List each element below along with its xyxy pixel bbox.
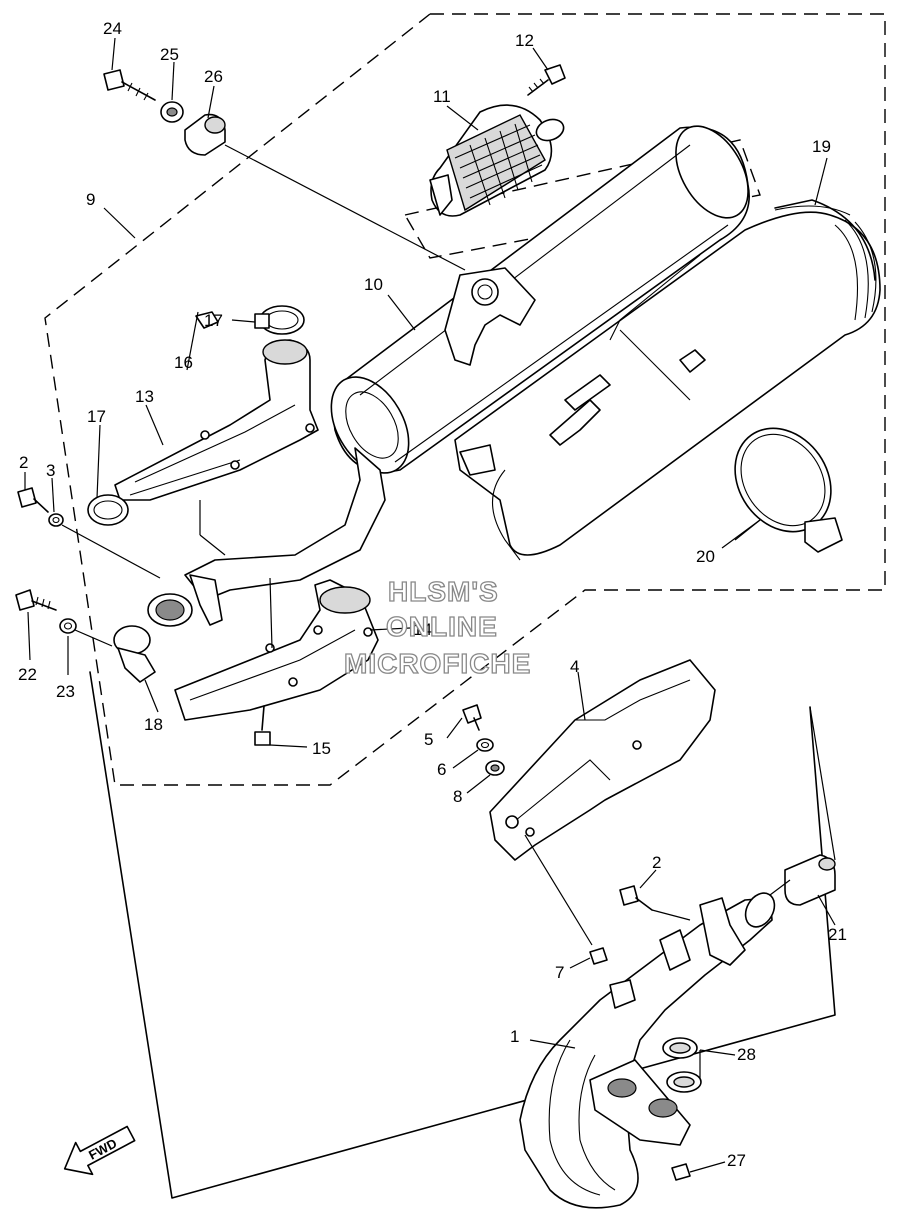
callout-28: 28	[737, 1045, 756, 1064]
callout-16: 16	[174, 353, 193, 372]
callout-10: 10	[364, 275, 383, 294]
washer-6	[476, 738, 494, 752]
fwd-label: FWD	[86, 1136, 119, 1163]
callout-9: 9	[86, 190, 95, 209]
exhaust-pipe	[519, 892, 776, 1209]
callout-19: 19	[812, 137, 831, 156]
bolt-2-upper	[17, 487, 49, 513]
clamp-17-upper	[254, 305, 305, 335]
callout-24: 24	[103, 19, 122, 38]
callout-25: 25	[160, 45, 179, 64]
washer-23	[59, 618, 77, 634]
callout-20: 20	[696, 547, 715, 566]
grommet-26	[184, 113, 226, 156]
muffler-assembly-boundary	[44, 13, 886, 786]
callout-15: 15	[312, 739, 331, 758]
gasket-21	[784, 854, 836, 906]
heat-protector-upper	[114, 339, 319, 501]
muffler-cover	[454, 199, 881, 561]
bolt-24	[103, 69, 156, 101]
callout-22: 22	[18, 665, 37, 684]
bolt-12	[527, 64, 566, 96]
callout-18: 18	[144, 715, 163, 734]
muffler-body	[330, 125, 750, 474]
callout-23: 23	[56, 682, 75, 701]
callout-17-upper: 17	[204, 311, 223, 330]
washer-3	[48, 513, 64, 527]
clamp-17-lower	[87, 494, 129, 526]
washer-25	[160, 101, 184, 123]
bolt-22	[15, 589, 57, 611]
callout-3: 3	[46, 461, 55, 480]
bolt-5	[462, 704, 482, 731]
watermark-line-1: HLSM'S	[388, 576, 499, 607]
callout-6: 6	[437, 760, 446, 779]
callout-labels: 24 25 26 12 11 9 10 19 17 16 13 17 2 3 2…	[18, 19, 847, 1170]
nut-27	[671, 1163, 691, 1181]
watermark: HLSM'S ONLINE MICROFICHE	[343, 575, 531, 679]
clamp-18	[113, 625, 156, 683]
callout-14: 14	[413, 620, 432, 639]
callout-13: 13	[135, 387, 154, 406]
watermark-line-2: ONLINE	[386, 611, 498, 642]
nut-7	[589, 947, 608, 965]
heat-protector-lower	[174, 579, 379, 721]
spark-arrester	[429, 104, 565, 217]
bolt-2-lower	[619, 885, 653, 911]
callout-7: 7	[555, 963, 564, 982]
callout-27: 27	[727, 1151, 746, 1170]
muffler-inlet-pipe	[147, 447, 386, 627]
callout-17-lower: 17	[87, 407, 106, 426]
gaskets-28	[662, 1037, 702, 1093]
callout-2-lower: 2	[652, 853, 661, 872]
callout-1: 1	[510, 1027, 519, 1046]
forward-direction-arrow: FWD	[63, 1125, 136, 1176]
callout-11: 11	[433, 87, 451, 106]
callout-21: 21	[828, 925, 847, 944]
callout-2-upper: 2	[19, 453, 28, 472]
assembly-lines	[61, 144, 836, 946]
callout-12: 12	[515, 31, 534, 50]
collar-8	[485, 760, 505, 776]
callout-26: 26	[204, 67, 223, 86]
nut-16	[195, 311, 219, 329]
watermark-line-3: MICROFICHE	[344, 648, 531, 679]
callout-4: 4	[570, 657, 579, 676]
exhaust-pipe-protector	[489, 659, 716, 861]
callout-leaders	[24, 37, 836, 1173]
bolt-15	[254, 705, 271, 746]
callout-5: 5	[424, 730, 433, 749]
clamp-band	[734, 427, 843, 553]
callout-8: 8	[453, 787, 462, 806]
